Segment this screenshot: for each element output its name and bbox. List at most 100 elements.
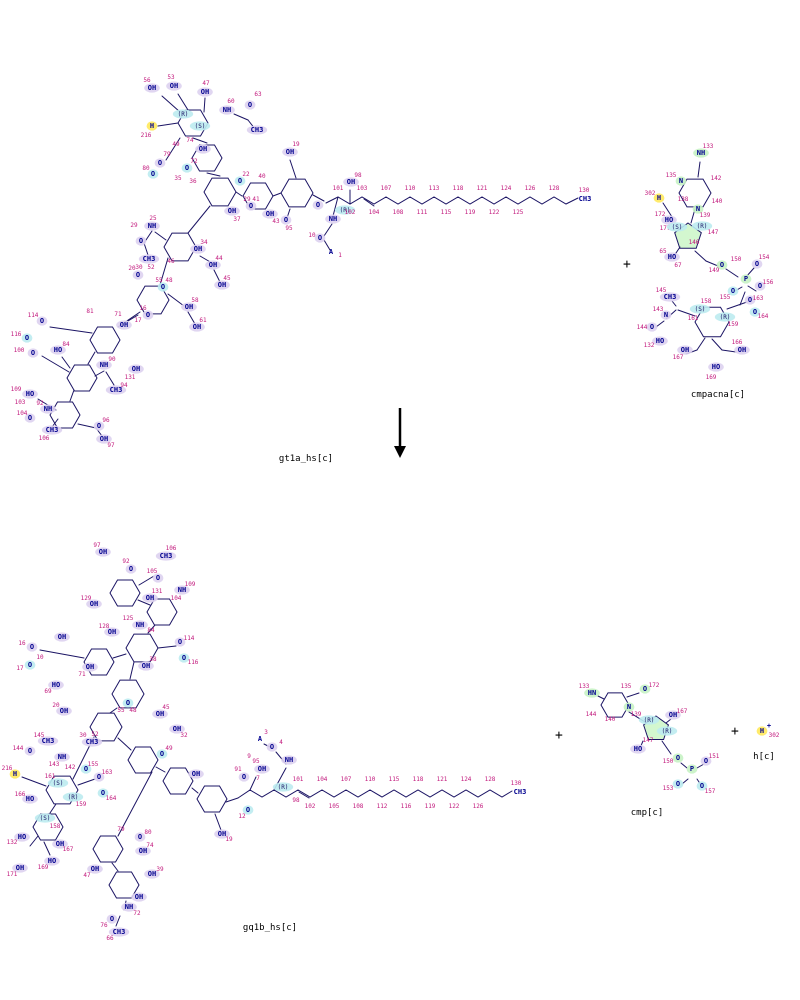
atom-label: O (126, 699, 130, 707)
atom-number: 25 (149, 215, 157, 222)
sugar-ring (280, 178, 314, 208)
atom-number: 19 (225, 836, 233, 843)
atom-label: CH3 (251, 126, 264, 134)
bond (711, 338, 723, 351)
atom-number: 12 (238, 813, 246, 820)
carbon-chain (237, 789, 513, 799)
atom-highlight (144, 83, 160, 93)
atom-number: 98 (354, 172, 362, 179)
atom-label: OH (669, 711, 677, 719)
bond (161, 95, 181, 113)
bond (213, 269, 221, 283)
atom-number: 121 (477, 185, 488, 192)
atom-number: 90 (108, 356, 116, 363)
atom-label: O (84, 765, 88, 773)
atom-number: 129 (81, 595, 92, 602)
atom-label: O (731, 287, 735, 295)
atom-highlight (751, 259, 763, 269)
atom-highlight (12, 863, 28, 873)
atom-highlight (254, 764, 270, 774)
atom-number: 45 (223, 275, 231, 282)
atom-highlight (52, 839, 68, 849)
atom-label: O (156, 574, 160, 582)
atom-number: 145 (34, 732, 45, 739)
atom-highlight (181, 163, 193, 173)
atom-number: 128 (549, 185, 560, 192)
bond (154, 231, 167, 241)
stereo-label: (S) (53, 780, 64, 787)
atom-highlight (36, 316, 48, 326)
atom-number: 107 (341, 776, 352, 783)
atom-highlight (96, 434, 112, 444)
atom-label: A (258, 735, 263, 743)
reaction-arrow (394, 408, 406, 458)
atom-highlight (584, 688, 600, 698)
atom-number: 142 (65, 764, 76, 771)
atom-label: HO (634, 745, 642, 753)
atom-number: 20 (52, 702, 60, 709)
atom-highlight (692, 204, 704, 214)
atom-number: 177 (660, 225, 671, 232)
bond (127, 314, 139, 322)
atom-number: 167 (673, 354, 684, 361)
atom-label: O (748, 296, 752, 304)
atom-label: O (129, 565, 133, 573)
atom-label: CH3 (579, 195, 592, 203)
atom-highlight (282, 147, 298, 157)
atom-highlight (696, 781, 708, 791)
atom-number: 131 (152, 588, 163, 595)
atom-highlight (24, 660, 36, 670)
bond (129, 661, 135, 680)
atom-highlight (81, 737, 103, 747)
atom-highlight (27, 348, 39, 358)
atom-highlight (62, 792, 84, 802)
atom-number: 104 (171, 595, 182, 602)
atom-label: HO (656, 337, 664, 345)
atom-label: CH3 (160, 552, 173, 560)
atom-number: 47 (202, 80, 210, 87)
plus-sign-products-1: + (555, 728, 563, 743)
atom-highlight (740, 274, 752, 284)
atom-number: 80 (144, 829, 152, 836)
atom-label: CH3 (110, 386, 123, 394)
atom-label: O (242, 773, 246, 781)
atom-highlight (334, 205, 356, 215)
atom-highlight (664, 252, 680, 262)
bond (111, 862, 119, 872)
atom-number: 48 (129, 707, 137, 714)
atom-label: OH (170, 82, 178, 90)
atom-label: CH3 (514, 788, 527, 796)
bond (233, 113, 249, 121)
atom-label: N (627, 703, 631, 711)
atom-number: 150 (731, 256, 742, 263)
atom-number: 159 (728, 321, 739, 328)
atom-highlight (152, 573, 164, 583)
atom-highlight (125, 564, 137, 574)
atom-highlight (44, 856, 60, 866)
atom-label: O (720, 261, 724, 269)
atom-highlight (219, 105, 235, 115)
atom-number: 95 (252, 758, 260, 765)
atom-highlight (82, 662, 98, 672)
atom-label: OH (201, 88, 209, 96)
atom-highlight (234, 176, 246, 186)
atom-number: 147 (708, 229, 719, 236)
atom-number: 131 (125, 374, 136, 381)
atom-number: 132 (644, 342, 655, 349)
atom-number: 110 (365, 776, 376, 783)
atom-label: CH3 (46, 426, 59, 434)
atom-highlight (630, 744, 646, 754)
bond (155, 766, 166, 773)
atom-highlight (214, 280, 230, 290)
atom-highlight (672, 779, 684, 789)
atom-label: N (696, 205, 700, 213)
atom-number: 144 (586, 711, 597, 718)
atom-number: 79 (163, 151, 171, 158)
sugar-ring (32, 813, 64, 841)
bond (705, 260, 719, 267)
atom-number: 146 (689, 239, 700, 246)
atom-highlight (146, 121, 158, 131)
atom-highlight (116, 320, 132, 330)
atom-label: O (28, 747, 32, 755)
